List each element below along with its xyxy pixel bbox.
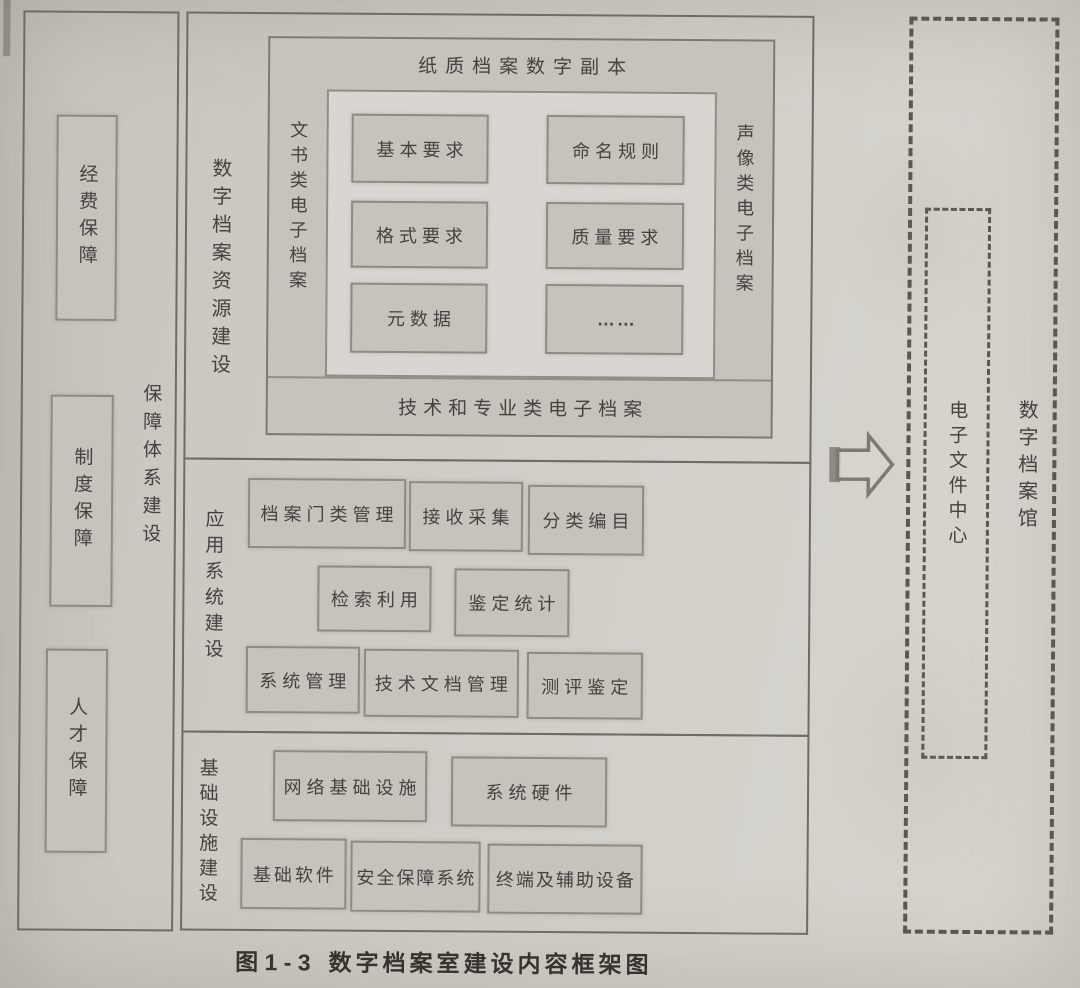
document-archives-strip: 文书类电子档案 xyxy=(268,38,327,376)
receive-collect-label: 接收采集 xyxy=(422,507,515,528)
archive-category-management-label: 档案门类管理 xyxy=(260,504,399,526)
audiovisual-archives-strip-label: 声像类电子档案 xyxy=(733,122,755,298)
application-system-label-wrap: 应用系统建设 xyxy=(193,508,232,666)
electronic-file-center-label-wrap: 电子文件中心 xyxy=(938,383,975,567)
classification-cataloging-label: 分类编目 xyxy=(542,511,635,532)
technical-document-management-box: 技术文档管理 xyxy=(363,648,520,718)
ellipsis-label: …… xyxy=(596,308,637,330)
tech-professional-archives-label: 技术和专业类电子档案 xyxy=(398,398,649,421)
document-archives-strip-label: 文书类电子档案 xyxy=(287,119,309,295)
resource-construction-label: 数字档案资源建设 xyxy=(207,157,231,382)
infrastructure-label: 基础设施建设 xyxy=(195,757,218,908)
system-management-box: 系统管理 xyxy=(245,645,361,714)
format-requirements-box: 格式要求 xyxy=(350,200,489,269)
metadata-label: 元数据 xyxy=(386,308,456,330)
figure-number: 图 1 - 3 xyxy=(235,948,311,976)
figure-title: 数字档案室建设内容框架图 xyxy=(328,949,653,978)
terminal-auxiliary-equipment-label: 终端及辅助设备 xyxy=(495,869,637,891)
archive-category-management-box: 档案门类管理 xyxy=(247,477,407,550)
electronic-file-center-label: 电子文件中心 xyxy=(945,399,968,550)
receive-collect-box: 接收采集 xyxy=(408,481,524,552)
tech-professional-archives-bar: 技术和专业类电子档案 xyxy=(267,376,771,437)
terminal-auxiliary-equipment-box: 终端及辅助设备 xyxy=(487,843,643,915)
funding-guarantee-label: 经费保障 xyxy=(75,163,98,272)
digital-archives-hall-label-wrap: 数字档案馆 xyxy=(1006,391,1047,541)
basic-requirements-box: 基本要求 xyxy=(351,113,489,184)
technical-document-management-label: 技术文档管理 xyxy=(374,673,513,695)
basic-software-box: 基础软件 xyxy=(240,837,347,910)
ellipsis-box: …… xyxy=(545,284,684,355)
appraisal-statistics-box: 鉴定统计 xyxy=(454,568,570,638)
metadata-box: 元数据 xyxy=(350,282,488,354)
basic-requirements-label: 基本要求 xyxy=(376,139,469,160)
evaluation-appraisal-box: 测评鉴定 xyxy=(526,651,644,720)
retrieval-utilization-label: 检索利用 xyxy=(330,589,423,611)
talent-guarantee-box: 人才保障 xyxy=(44,648,109,853)
institutional-guarantee-box: 制度保障 xyxy=(49,394,114,608)
retrieval-utilization-box: 检索利用 xyxy=(317,565,432,633)
paper-digital-copy-header-label: 纸质档案数字副本 xyxy=(418,56,635,79)
application-system-label: 应用系统建设 xyxy=(201,508,224,665)
infrastructure-label-wrap: 基础设施建设 xyxy=(187,748,226,918)
appraisal-statistics-label: 鉴定统计 xyxy=(468,593,561,615)
naming-rules-box: 命名规则 xyxy=(546,115,685,185)
figure-caption: 图 1 - 3 数字档案室建设内容框架图 xyxy=(194,940,694,983)
audiovisual-archives-strip: 声像类电子档案 xyxy=(715,41,773,379)
evaluation-appraisal-label: 测评鉴定 xyxy=(541,676,634,698)
block-arrow-right-icon xyxy=(829,430,895,500)
funding-guarantee-box: 经费保障 xyxy=(55,114,118,322)
network-infrastructure-box: 网络基础设施 xyxy=(272,750,428,823)
format-requirements-label: 格式要求 xyxy=(375,225,469,246)
security-system-label: 安全保障系统 xyxy=(356,867,477,889)
photo-artifact xyxy=(3,0,11,57)
basic-software-label: 基础软件 xyxy=(252,864,338,886)
quality-requirements-label: 质量要求 xyxy=(571,226,664,248)
system-hardware-label: 系统硬件 xyxy=(485,782,578,804)
classification-cataloging-box: 分类编目 xyxy=(527,484,645,556)
resource-bigbox: 纸质档案数字副本 文书类电子档案 声像类电子档案 基本要求 命名规则 格式要求 … xyxy=(265,36,776,439)
quality-requirements-box: 质量要求 xyxy=(545,202,685,270)
resource-construction-label-wrap: 数字档案资源建设 xyxy=(199,136,241,404)
system-management-label: 系统管理 xyxy=(259,670,352,692)
institutional-guarantee-label: 制度保障 xyxy=(70,446,93,555)
paper-digital-copy-header: 纸质档案数字副本 xyxy=(327,39,717,93)
talent-guarantee-label: 人才保障 xyxy=(65,696,88,805)
network-infrastructure-label: 网络基础设施 xyxy=(283,776,422,798)
system-hardware-box: 系统硬件 xyxy=(450,756,608,828)
naming-rules-label: 命名规则 xyxy=(571,140,665,162)
guarantee-system-label: 保障体系建设 xyxy=(139,383,162,552)
security-system-box: 安全保障系统 xyxy=(350,840,481,913)
digital-archives-hall-label: 数字档案馆 xyxy=(1014,398,1038,534)
guarantee-system-label-wrap: 保障体系建设 xyxy=(131,369,170,565)
